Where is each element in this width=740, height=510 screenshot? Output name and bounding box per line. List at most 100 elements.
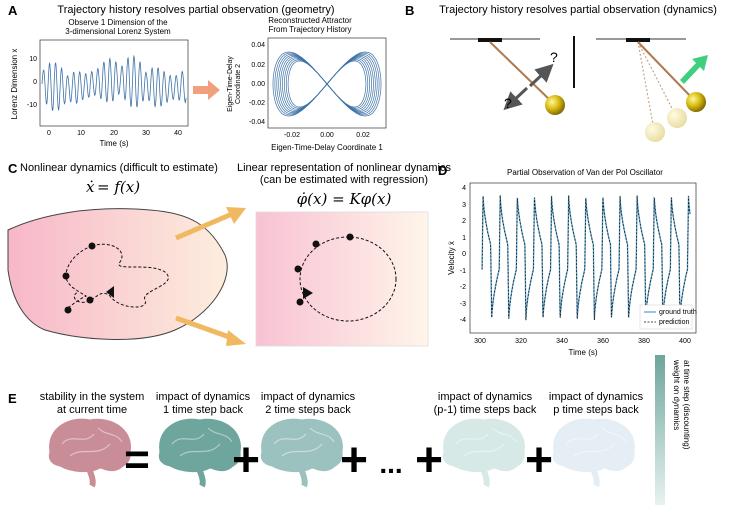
panel-a-label: A xyxy=(8,3,18,18)
vdp-xtick: 340 xyxy=(556,338,568,345)
brain-icon xyxy=(48,418,131,488)
term1-line2: 1 time step back xyxy=(163,404,244,416)
panel-b-label: B xyxy=(405,3,414,18)
lorenz-ytick: 0 xyxy=(33,79,37,86)
attractor-ylabel-line2: Coordinate 2 xyxy=(235,64,242,104)
term0-line2: at current time xyxy=(57,404,127,416)
lorenz-xtick: 0 xyxy=(47,130,51,137)
mapping-arrow-lower-head xyxy=(226,330,246,346)
linear-point xyxy=(294,265,302,273)
attractor-title-line2: From Trajectory History xyxy=(268,25,351,34)
trajectory-arrowhead xyxy=(106,286,114,298)
attractor-xtick: 0.02 xyxy=(356,132,370,139)
attractor-loop xyxy=(272,51,382,117)
brain-icon xyxy=(260,418,343,488)
linear-point xyxy=(312,240,320,248)
pendulum-trail-bob-2 xyxy=(667,108,687,128)
term1-line1: impact of dynamics xyxy=(156,391,251,403)
panel-e: E stability in the system at current tim… xyxy=(8,355,691,505)
vdp-ytick: 2 xyxy=(462,218,466,225)
pivot-left xyxy=(478,38,502,42)
legend-label-prediction: prediction xyxy=(659,319,689,326)
question-mark-upper: ? xyxy=(550,49,558,65)
brain-icon xyxy=(442,418,525,488)
vdp-xtick: 380 xyxy=(638,338,650,345)
attractor-xtick: 0.00 xyxy=(320,132,334,139)
vdp-ytick: 1 xyxy=(462,235,466,242)
attractor-ytick: -0.04 xyxy=(249,119,265,126)
panel-a-arrow xyxy=(193,80,220,100)
vdp-title: Partial Observation of Van der Pol Oscil… xyxy=(507,168,663,177)
panel-c: C Nonlinear dynamics (difficult to estim… xyxy=(7,161,452,347)
lorenz-ytick: 10 xyxy=(29,56,37,63)
vdp-plot-frame xyxy=(469,182,697,334)
attractor-curves xyxy=(272,51,382,117)
vdp-xlabel: Time (s) xyxy=(568,348,597,357)
panel-c-label: C xyxy=(8,161,18,176)
lorenz-xtick: 20 xyxy=(110,130,118,137)
attractor-title-line1: Reconstructed Attractor xyxy=(268,16,352,25)
panel-d-label: D xyxy=(438,163,447,178)
mapping-arrow-upper-head xyxy=(226,207,246,224)
pendulum-trail-rod-2 xyxy=(637,41,677,117)
panel-d: D Partial Observation of Van der Pol Osc… xyxy=(438,163,697,357)
panel-b: B Trajectory history resolves partial ob… xyxy=(405,3,717,142)
brain-icon xyxy=(158,418,241,488)
nonlinear-manifold xyxy=(7,208,228,340)
vdp-ytick: 4 xyxy=(462,185,466,192)
vdp-ytick: -2 xyxy=(460,284,466,291)
pendulum-trail-bob-1 xyxy=(645,122,665,142)
term2-line2: 2 time steps back xyxy=(265,404,351,416)
lorenz-xtick: 30 xyxy=(142,130,150,137)
lorenz-ylabel: Lorenz Dimension x xyxy=(10,49,19,120)
term3-line1: impact of dynamics xyxy=(438,391,533,403)
equals-sign: = xyxy=(124,435,150,484)
brain-row xyxy=(48,418,635,488)
nonlinear-title: Nonlinear dynamics (difficult to estimat… xyxy=(20,162,218,174)
plus-sign-4: + xyxy=(525,434,553,487)
vdp-xtick: 400 xyxy=(679,338,691,345)
attractor-ytick: 0.02 xyxy=(251,62,265,69)
vdp-y-axis: 4 3 2 1 0 -1 -2 -3 -4 xyxy=(460,185,466,324)
attractor-ytick: 0.04 xyxy=(251,42,265,49)
attractor-xtick: -0.02 xyxy=(284,132,300,139)
attractor-xlabel: Eigen-Time-Delay Coordinate 1 xyxy=(271,143,383,152)
weight-label-line2: at time step (discounting) xyxy=(682,360,691,450)
vdp-ytick: 3 xyxy=(462,202,466,209)
pendulum-trail-rod-1 xyxy=(637,41,655,131)
plus-sign-3: + xyxy=(415,434,443,487)
attractor-ylabel-line1: Eigen-Time-Delay xyxy=(227,56,234,112)
linear-title-line2: (can be estimated with regression) xyxy=(260,174,428,186)
nonlinear-eq-rhs: = f(x) xyxy=(97,178,140,196)
mapping-arrow-upper xyxy=(175,211,233,241)
panel-b-title: Trajectory history resolves partial obse… xyxy=(439,4,717,16)
linear-space xyxy=(255,211,429,347)
trajectory-point xyxy=(86,296,94,304)
plus-sign-2: + xyxy=(340,434,368,487)
lorenz-plot-frame xyxy=(39,39,189,127)
lorenz-xtick: 40 xyxy=(174,130,182,137)
linear-title-line1: Linear representation of nonlinear dynam… xyxy=(237,162,452,174)
nonlinear-eq-lhs: ẋ xyxy=(86,178,95,196)
panel-e-label: E xyxy=(8,391,17,406)
vdp-ytick: -1 xyxy=(460,268,466,275)
lorenz-series-line xyxy=(41,54,187,112)
trajectory-point xyxy=(88,242,96,250)
vdp-x-axis: 300 320 340 360 380 400 xyxy=(474,338,691,345)
velocity-arrow-green xyxy=(680,55,708,84)
trajectory-point xyxy=(62,272,70,280)
linear-point xyxy=(296,298,304,306)
brain-icon xyxy=(552,418,635,488)
linear-eq: φ̇(x) = Kφ(x) xyxy=(297,190,392,208)
pendulum-rod-right xyxy=(637,41,695,101)
plus-sign-1: + xyxy=(232,434,260,487)
lorenz-title-line1: Observe 1 Dimension of the xyxy=(68,18,168,27)
term2-line1: impact of dynamics xyxy=(261,391,356,403)
panel-a-title: Trajectory history resolves partial obse… xyxy=(57,4,334,16)
vdp-ylabel: Velocity ẋ xyxy=(447,241,456,275)
ellipsis: ... xyxy=(379,448,402,479)
linear-arrowhead xyxy=(303,287,313,299)
vdp-ytick: 0 xyxy=(462,251,466,258)
pendulum-bob-right xyxy=(686,92,706,112)
